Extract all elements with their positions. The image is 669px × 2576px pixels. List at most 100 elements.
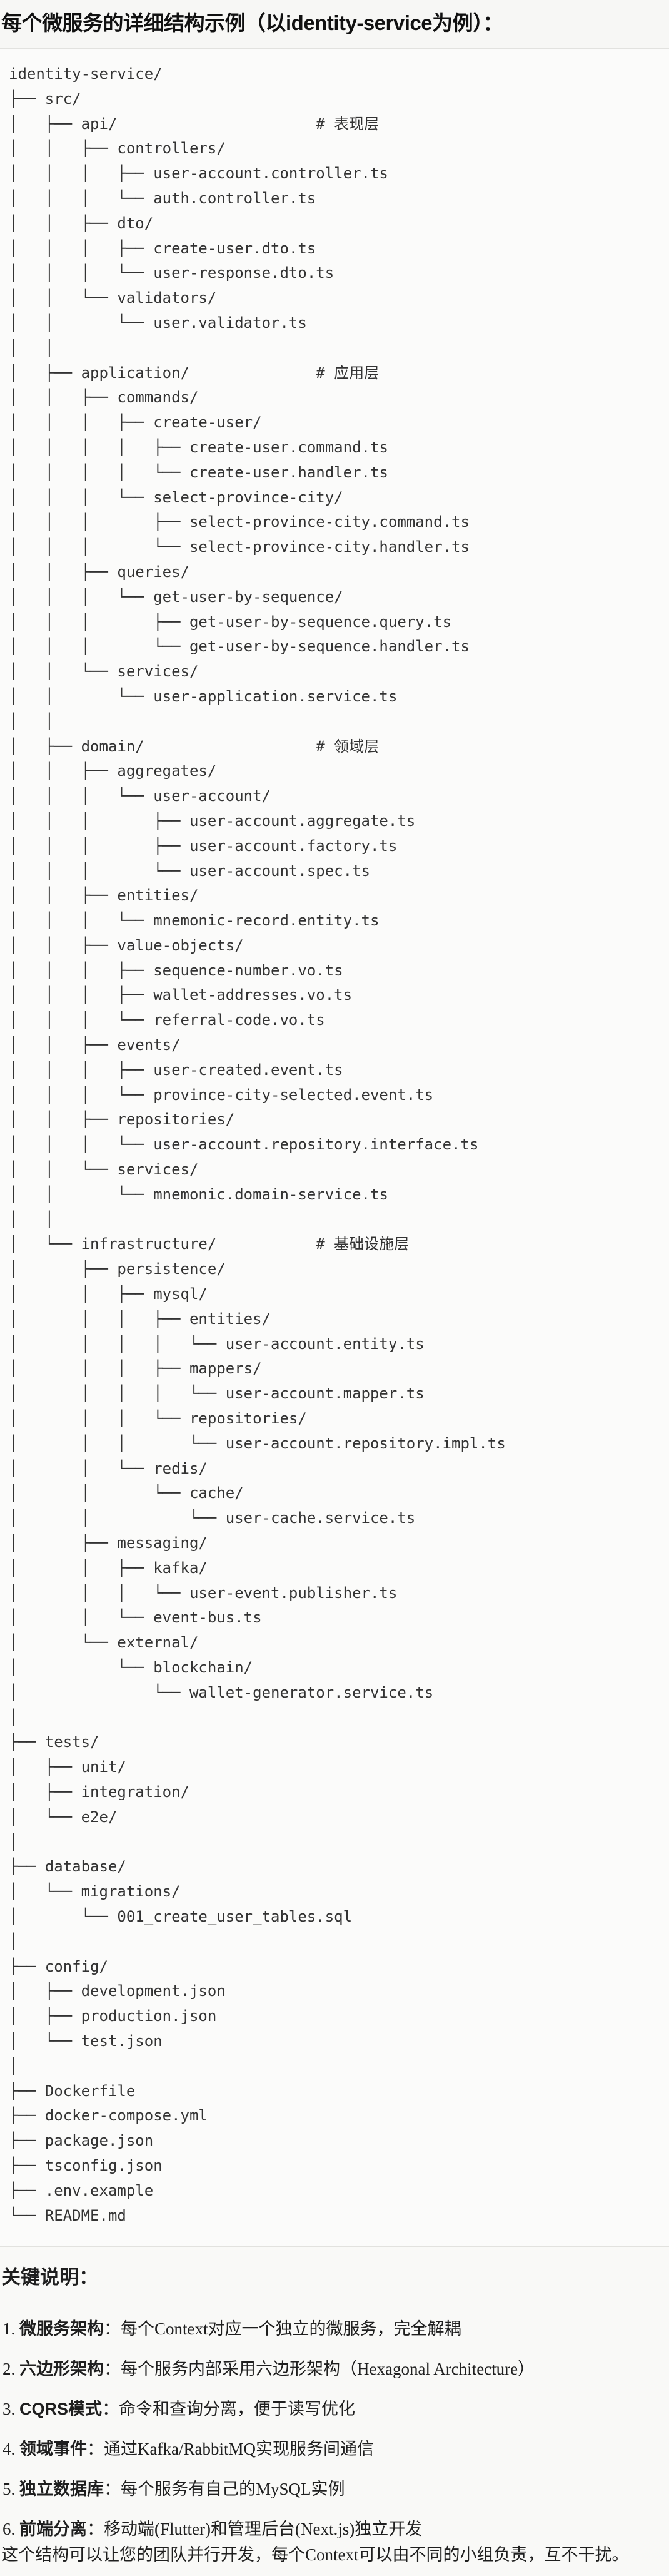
tree-line: │ ├── unit/ xyxy=(9,1755,506,1780)
note-label: 微服务架构 xyxy=(19,2319,104,2338)
tree-line: ├── Dockerfile xyxy=(9,2079,506,2104)
folder-name: database/ xyxy=(44,1858,126,1876)
tree-branch: │ │ │ ├── xyxy=(9,961,154,979)
tree-branch: │ └── xyxy=(9,1683,189,1701)
folder-name: select-province-city/ xyxy=(153,488,343,506)
folder-name: mysql/ xyxy=(153,1285,208,1303)
note-text: 移动端(Flutter)和管理后台(Next.js)独立开发 xyxy=(104,2520,423,2538)
file-name: mnemonic.domain-service.ts xyxy=(153,1185,388,1203)
tree-line: │ └── migrations/ xyxy=(9,1880,506,1905)
tree-branch: │ ├── xyxy=(9,737,81,755)
tree-line: │ │ │ └── user-account/ xyxy=(9,784,506,809)
tree-line: ├── config/ xyxy=(9,1955,506,1980)
tree-line: ├── package.json xyxy=(9,2129,506,2154)
tree-branch: │ │ │ └── xyxy=(9,588,154,606)
tree-branch: │ ├── xyxy=(9,364,81,382)
tree-branch: │ │ │ └── xyxy=(9,1410,189,1428)
file-name: user-account.spec.ts xyxy=(189,862,370,880)
tree-line: │ ├── persistence/ xyxy=(9,1257,506,1282)
tree-branch: │ │ │ ├── xyxy=(9,1061,154,1079)
folder-name: user-account/ xyxy=(153,787,271,805)
file-name: event-bus.ts xyxy=(153,1609,262,1627)
tree-line: │ │ │ └── user-response.dto.ts xyxy=(9,261,506,286)
directory-tree: identity-service/├── src/│ ├── api/# 表现层… xyxy=(9,62,506,2228)
tree-branch: │ │ ├── xyxy=(9,1036,118,1054)
tree-branch: │ │ xyxy=(9,339,54,357)
tree-branch: │ │ ├── xyxy=(9,1111,118,1129)
file-name: select-province-city.handler.ts xyxy=(189,538,470,556)
tree-branch: │ │ ├── xyxy=(9,762,118,780)
tree-branch: │ │ │ │ └── xyxy=(9,1335,226,1353)
tree-line: │ │ │ │ └── user-account.mapper.ts xyxy=(9,1382,506,1407)
tree-branch: ├── xyxy=(9,2181,45,2199)
tree-line: │ │ ├── mysql/ xyxy=(9,1282,506,1307)
file-name: docker-compose.yml xyxy=(44,2107,208,2125)
tree-branch: ├── xyxy=(9,2082,45,2100)
notes-heading: 关键说明： xyxy=(1,2266,98,2288)
folder-name: config/ xyxy=(44,1957,108,1975)
tree-branch: │ │ ├── xyxy=(9,389,118,407)
folder-name: e2e/ xyxy=(81,1808,118,1826)
tree-branch: │ │ │ ├── xyxy=(9,986,154,1004)
folder-name: controllers/ xyxy=(117,140,226,158)
tree-line: │ └── e2e/ xyxy=(9,1805,506,1830)
note-separator: ： xyxy=(104,2319,121,2338)
file-name: user-response.dto.ts xyxy=(153,264,334,282)
tree-branch: ├── xyxy=(9,1957,45,1975)
page-title: 每个微服务的详细结构示例（以identity-service为例）： xyxy=(1,11,503,34)
tree-line: │ │ │ └── auth.controller.ts xyxy=(9,186,506,211)
tree-branch: │ │ │ └── xyxy=(9,538,189,556)
folder-name: events/ xyxy=(117,1036,181,1054)
tree-line: │ │ └── validators/ xyxy=(9,286,506,311)
tree-line: │ │ │ ├── get-user-by-sequence.query.ts xyxy=(9,610,506,635)
tree-line: │ │ └── cache/ xyxy=(9,1481,506,1506)
tree-branch: │ │ └── xyxy=(9,663,118,681)
tree-line: │ xyxy=(9,1706,506,1731)
tree-line: │ │ │ └── get-user-by-sequence/ xyxy=(9,585,506,610)
tree-branch: │ │ │ └── xyxy=(9,189,154,207)
tree-line: │ │ │ ├── select-province-city.command.t… xyxy=(9,510,506,535)
folder-name: external/ xyxy=(117,1634,199,1652)
note-item: 3. CQRS模式：命令和查询分离，便于读写优化 xyxy=(3,2396,355,2421)
tree-line: │ │ │ └── select-province-city.handler.t… xyxy=(9,535,506,560)
tree-branch: │ │ └── xyxy=(9,1459,154,1477)
tree-line: │ │ ├── repositories/ xyxy=(9,1107,506,1133)
note-item: 4. 领域事件：通过Kafka/RabbitMQ实现服务间通信 xyxy=(3,2436,374,2461)
folder-name: entities/ xyxy=(189,1310,271,1328)
tree-line: │ │ ├── queries/ xyxy=(9,560,506,585)
layer-comment: # 领域层 xyxy=(316,737,380,755)
folder-name: commands/ xyxy=(117,389,199,407)
tree-branch: │ │ └── xyxy=(9,289,118,307)
tree-branch: │ │ ├── xyxy=(9,887,118,905)
folder-name: api/ xyxy=(81,115,118,133)
title-bar: 每个微服务的详细结构示例（以identity-service为例）： xyxy=(0,0,669,49)
tree-branch: │ ├── xyxy=(9,1783,81,1801)
folder-name: tests/ xyxy=(44,1733,99,1751)
tree-branch: │ │ │ └── xyxy=(9,1011,154,1029)
file-name: sequence-number.vo.ts xyxy=(153,961,343,979)
tree-branch: │ ├── xyxy=(9,1534,118,1552)
tree-line: ├── docker-compose.yml xyxy=(9,2104,506,2129)
note-text: 命令和查询分离，便于读写优化 xyxy=(119,2400,356,2418)
folder-name: kafka/ xyxy=(153,1559,208,1577)
tree-branch: │ ├── xyxy=(9,1982,81,2000)
layer-comment: # 基础设施层 xyxy=(316,1235,410,1253)
folder-name: messaging/ xyxy=(117,1534,208,1552)
note-number: 5. xyxy=(3,2480,19,2498)
tree-branch: │ │ │ ├── xyxy=(9,165,154,183)
tree-line: │ ├── development.json xyxy=(9,1979,506,2004)
tree-line: ├── tsconfig.json xyxy=(9,2154,506,2179)
note-label: 六边形架构 xyxy=(19,2360,104,2378)
tree-line: │ │ ├── dto/ xyxy=(9,211,506,237)
folder-name: infrastructure/ xyxy=(81,1235,217,1253)
file-name: user-account.entity.ts xyxy=(225,1335,425,1353)
folder-name: blockchain/ xyxy=(153,1659,253,1676)
note-number: 2. xyxy=(3,2360,19,2378)
tree-branch: │ │ ├── xyxy=(9,140,118,158)
file-name: user-account.controller.ts xyxy=(153,165,388,183)
tree-line: │ │ │ └── user-account.spec.ts xyxy=(9,859,506,884)
tree-branch: │ │ │ ├── xyxy=(9,837,189,855)
tree-line: │ │ │ ├── wallet-addresses.vo.ts xyxy=(9,983,506,1008)
tree-branch: ├── xyxy=(9,1733,45,1751)
tree-branch: │ │ │ ├── xyxy=(9,414,154,432)
